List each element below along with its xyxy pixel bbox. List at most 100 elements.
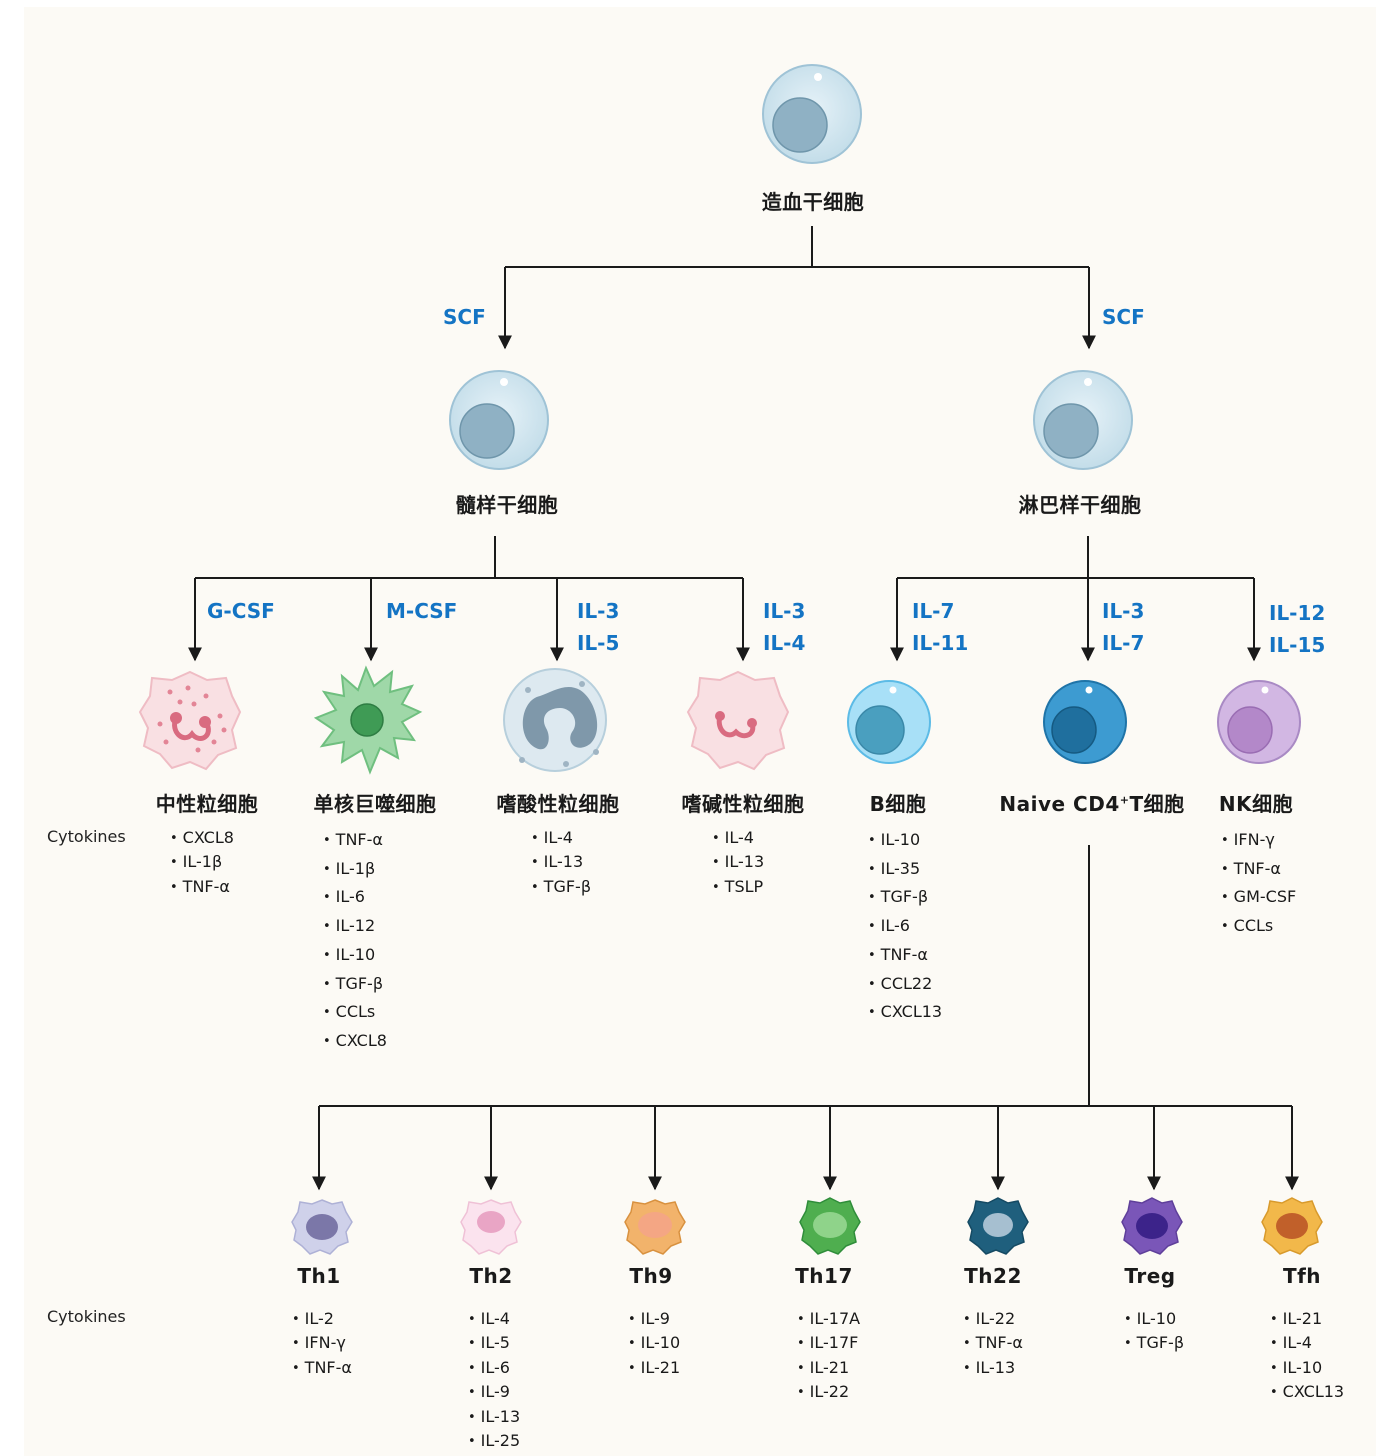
th22-title: Th22 [964,1264,1022,1288]
myeloid-title: 髓样干细胞 [455,493,559,517]
th2-cell-icon [460,1199,522,1255]
cytokine-item: IL-1β [170,851,234,875]
cytokine-item: IL-17A [797,1308,860,1332]
cytokine-item: IL-13 [963,1357,1023,1381]
cytokine-item: CXCL8 [170,827,234,851]
factor-line: IL-5 [577,631,620,655]
th2-cytokine-list: IL-4IL-5IL-6IL-9IL-13IL-25 [468,1308,520,1454]
cytokine-item: IL-21 [797,1357,860,1381]
cytokine-item: TNF-α [963,1332,1023,1356]
cytokine-item: TSLP [712,876,764,900]
naive-t-title: Naive CD4+T细胞 [999,788,1184,817]
factor-line: IL-3 [1102,599,1145,623]
cytokine-item: IL-13 [468,1406,520,1430]
neutrophil-factor: G-CSF [207,595,275,627]
eosinophil-cell-icon [503,668,607,772]
cytokine-item: IFN-γ [1221,827,1296,856]
factor-line: IL-11 [912,631,969,655]
th17-cell-icon [799,1197,861,1255]
th1-cell-icon [291,1199,353,1255]
lymphoid-title: 淋巴样干细胞 [1018,493,1142,517]
treg-cytokine-list: IL-10TGF-β [1124,1308,1184,1357]
cytokine-item: IL-9 [468,1381,520,1405]
factor-line: M-CSF [386,599,458,623]
cytokine-item: IL-6 [468,1357,520,1381]
tfh-cell-icon [1261,1197,1323,1255]
cytokine-item: TNF-α [292,1357,352,1381]
cytokine-item: IL-1β [323,856,387,885]
basophil-cell-icon [686,670,790,771]
cytokine-item: IL-21 [1270,1308,1344,1332]
th22-cell-icon [967,1197,1029,1255]
factor-line: IL-4 [763,631,806,655]
cytokine-item: TGF-β [868,884,942,913]
cytokine-item: IL-35 [868,856,942,885]
cytokine-item: IL-22 [797,1381,860,1405]
cytokine-item: IL-10 [323,942,387,971]
cytokine-item: IL-4 [531,827,591,851]
th1-cytokine-list: IL-2IFN-γTNF-α [292,1308,352,1381]
th9-title: Th9 [629,1264,673,1288]
cytokine-item: IL-25 [468,1430,520,1454]
cytokine-item: IL-21 [628,1357,680,1381]
factor-line: IL-12 [1269,601,1326,625]
lymphoid-factor: SCF [1102,305,1145,329]
treg-cell-icon [1121,1197,1183,1255]
cytokine-item: TNF-α [170,876,234,900]
cytokine-item: IL-5 [468,1332,520,1356]
lymphoid-stem-cell-icon [1033,370,1133,470]
cytokine-item: TGF-β [323,971,387,1000]
th17-cytokine-list: IL-17AIL-17FIL-21IL-22 [797,1308,860,1406]
factor-line: IL-15 [1269,633,1326,657]
cytokine-item: TGF-β [531,876,591,900]
cytokine-item: CXCL8 [323,1028,387,1057]
cytokines-row-label: Cytokines [47,827,126,846]
factor-line: IL-7 [912,599,955,623]
cytokine-item: CXCL13 [868,999,942,1028]
macrophage-title: 单核巨噬细胞 [313,792,437,816]
cytokine-item: IL-17F [797,1332,860,1356]
cytokine-item: TNF-α [323,827,387,856]
b-cell-cytokine-list: IL-10IL-35TGF-βIL-6TNF-αCCL22CXCL13 [868,827,942,1028]
factor-line: G-CSF [207,599,275,623]
cytokine-item: IL-2 [292,1308,352,1332]
myeloid-stem-cell-icon [449,370,549,470]
nk-factor: IL-12 IL-15 [1269,597,1325,661]
naive-t-title-pre: Naive CD4 [999,792,1120,816]
macrophage-cell-icon [313,665,423,775]
factor-line: IL-3 [763,599,806,623]
b-cell-icon [847,680,931,764]
hsc-title: 造血干细胞 [761,190,865,214]
treg-title: Treg [1124,1264,1176,1288]
naive-t-title-sup: + [1119,793,1130,807]
b-cell-factor: IL-7 IL-11 [912,595,968,659]
cytokine-item: IL-10 [628,1332,680,1356]
cytokine-item: IL-10 [1270,1357,1344,1381]
cytokine-item: IL-9 [628,1308,680,1332]
th9-cytokine-list: IL-9IL-10IL-21 [628,1308,680,1381]
th1-title: Th1 [297,1264,341,1288]
eosinophil-cytokine-list: IL-4IL-13TGF-β [531,827,591,900]
basophil-title: 嗜碱性粒细胞 [681,792,805,816]
myeloid-factor: SCF [443,305,486,329]
cytokines-row-label-th: Cytokines [47,1307,126,1326]
basophil-cytokine-list: IL-4IL-13TSLP [712,827,764,900]
cytokine-item: TNF-α [868,942,942,971]
naive-t-cell-icon [1043,680,1127,764]
cytokine-item: IL-22 [963,1308,1023,1332]
cytokine-item: IL-13 [531,851,591,875]
tfh-cytokine-list: IL-21IL-4IL-10CXCL13 [1270,1308,1344,1406]
neutrophil-cytokine-list: CXCL8IL-1βTNF-α [170,827,234,900]
eosinophil-title: 嗜酸性粒细胞 [496,792,620,816]
cytokine-item: CXCL13 [1270,1381,1344,1405]
cytokine-item: GM-CSF [1221,884,1297,913]
neutrophil-cell-icon [138,670,242,771]
th22-cytokine-list: IL-22TNF-αIL-13 [963,1308,1023,1381]
factor-line: IL-3 [577,599,620,623]
naive-t-factor: IL-3 IL-7 [1102,595,1144,659]
cytokine-item: IL-6 [868,913,942,942]
cytokine-item: IFN-γ [292,1332,352,1356]
tfh-title: Tfh [1282,1264,1322,1288]
